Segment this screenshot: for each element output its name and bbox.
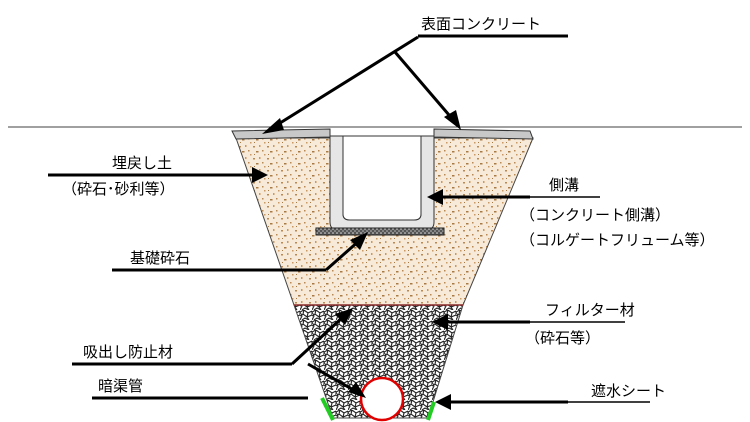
surface-concrete-right [433,128,534,140]
surface-concrete-label: 表面コンクリート [421,15,541,33]
base-gravel-label: 基礎砕石 [130,249,190,267]
backfill-label: 埋戻し土 [112,154,172,172]
filter-material-label: フィルター材 [545,301,635,319]
waterproof-sheet-left [320,397,335,421]
base-gravel-layer [315,227,445,236]
surface-concrete-left [231,128,331,140]
suction-prevention-label: 吸出し防止材 [83,343,173,361]
side-ditch-inner [342,135,422,221]
waterproof-sheet-right [426,401,436,421]
side-ditch-note1-label: （コンクリート側溝） [520,206,670,224]
side-ditch-note2-label: （コルゲートフリューム等） [520,231,715,249]
pointer-arrows [48,34,568,410]
side-ditch-label: 側溝 [549,176,579,194]
waterproof-sheet-label: 遮水シート [591,382,666,400]
backfill-note-label: （砕石･砂利等） [62,180,175,198]
filter-note-label: （砕石等） [525,329,600,347]
drain-pipe [359,376,405,422]
drain-pipe-label: 暗渠管 [98,377,143,395]
